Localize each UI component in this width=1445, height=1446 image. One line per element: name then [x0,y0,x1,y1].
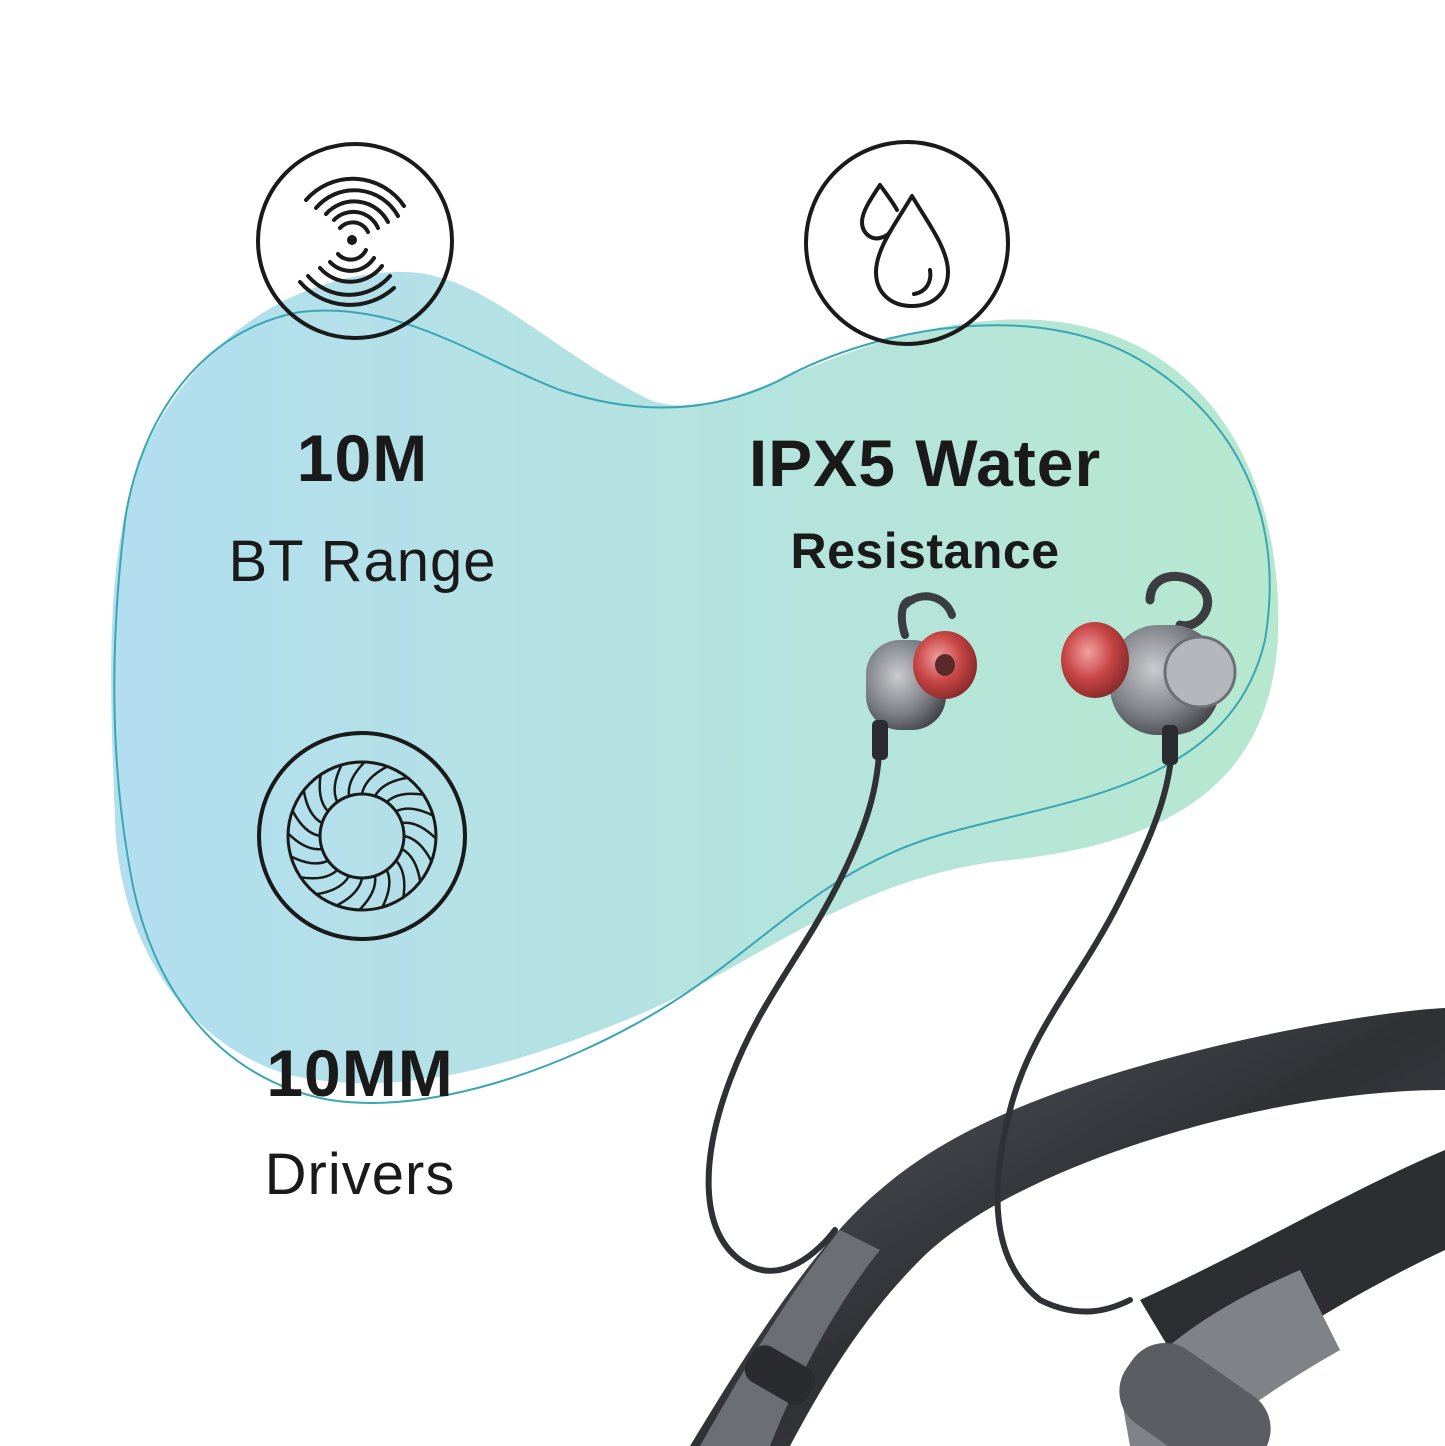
driver-vane [315,874,351,896]
signal-waves-icon [256,142,454,340]
driver-value: 10MM [266,1036,454,1110]
driver-feature: 10MM Drivers [200,1040,520,1204]
water-value: IPX5 Water [748,426,1102,500]
driver-vane [400,847,422,883]
neckband-illustration [690,1008,1445,1446]
driver-vane [400,821,438,840]
water-feature: IPX5 Water Resistance [690,430,1160,576]
driver-vane [333,763,343,804]
driver-vane [394,859,406,899]
right-earbud [1061,572,1237,765]
left-earbud [866,592,977,760]
driver-vane [318,773,330,813]
right-cable [994,737,1175,1315]
driver-vane [402,834,433,863]
range-value: 10M [296,421,429,495]
range-label: BT Range [228,529,497,594]
driver-vane [381,868,391,909]
water-drops-icon [804,140,1010,346]
water-label: Resistance [790,523,1060,579]
driver-vane [347,760,366,798]
driver-vane [360,765,389,796]
driver-vane [299,868,339,880]
driver-vane [394,807,435,817]
blob-outline [113,309,1271,1104]
left-cable [705,727,883,1274]
driver-vane [358,874,377,912]
driver-vane [289,855,330,865]
driver-vane [286,832,324,851]
driver-vane [385,792,425,804]
driver-vane [291,809,322,838]
driver-label: Drivers [264,1142,456,1207]
driver-vane [373,776,409,798]
speaker-driver-icon [257,731,467,941]
driver-vane [302,789,324,825]
driver-vane [335,876,364,907]
range-feature: 10M BT Range [185,425,540,591]
